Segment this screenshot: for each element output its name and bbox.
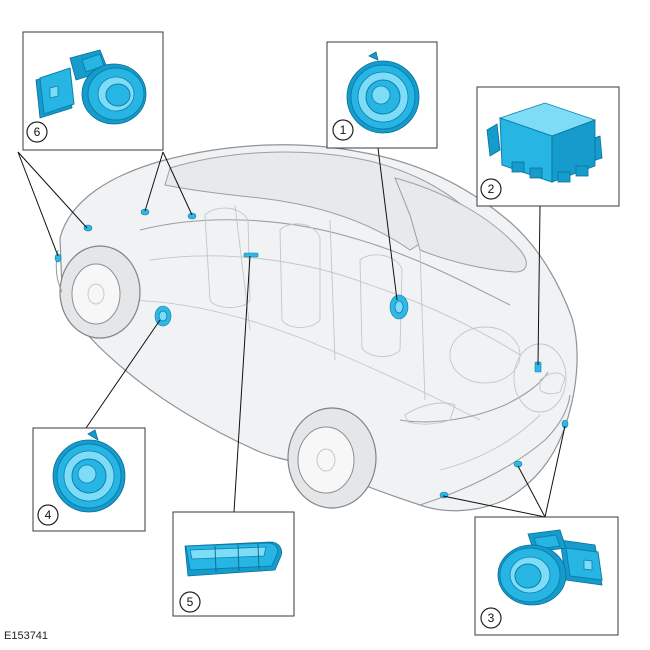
callout-6	[26, 121, 48, 143]
detail-box-2: 2	[476, 86, 620, 207]
callout-3-label: 3	[488, 611, 495, 625]
vehicle-front-wheel	[287, 407, 377, 509]
vehicle-bonnet-edge	[399, 371, 549, 423]
detail-box-3: 3	[474, 516, 619, 636]
callout-3	[480, 607, 502, 629]
callout-5-label: 5	[187, 595, 194, 609]
parking-sensor-icon	[497, 529, 603, 606]
component-spot-rear-sensors	[54, 208, 197, 263]
leader-5	[233, 255, 251, 513]
leader-3c	[544, 425, 566, 518]
detail-box-4: 4	[32, 427, 146, 532]
vehicle-illustration	[54, 144, 578, 512]
detail-box-5: 5	[172, 511, 295, 617]
callout-4	[37, 504, 59, 526]
leader-3b	[517, 465, 546, 518]
vehicle-rear-wheel	[59, 245, 141, 339]
leader-6b	[17, 151, 59, 257]
detail-box-6: 6	[22, 31, 164, 151]
component-spot-door-speaker-front	[389, 294, 409, 320]
speaker-icon	[52, 429, 126, 513]
sensor-strip-icon	[184, 541, 282, 577]
callout-1	[332, 119, 354, 141]
leader-6a	[17, 151, 88, 229]
component-spot-front-sensors	[439, 419, 569, 499]
leader-4	[85, 319, 161, 429]
callout-2	[480, 178, 502, 200]
leader-2	[537, 205, 541, 366]
parking-sensor-icon	[35, 49, 147, 125]
control-module-icon	[486, 102, 603, 183]
detail-box-1: 1	[326, 41, 438, 149]
callout-5	[179, 591, 201, 613]
vehicle-front-bumper	[419, 394, 571, 506]
component-spot-sensor-strip	[243, 252, 259, 258]
leader-6c	[144, 151, 164, 212]
callout-1-label: 1	[340, 123, 347, 137]
vehicle-beltline	[139, 219, 511, 306]
leader-6d	[162, 151, 193, 216]
callout-6-label: 6	[34, 125, 41, 139]
vehicle-windscreen	[394, 177, 527, 273]
callout-2-label: 2	[488, 182, 495, 196]
callout-4-label: 4	[45, 508, 52, 522]
leader-lines	[17, 147, 566, 518]
leader-1	[377, 147, 398, 301]
speaker-icon	[346, 51, 420, 134]
leader-3a	[442, 495, 546, 518]
figure-reference-code: E153741	[4, 630, 49, 642]
